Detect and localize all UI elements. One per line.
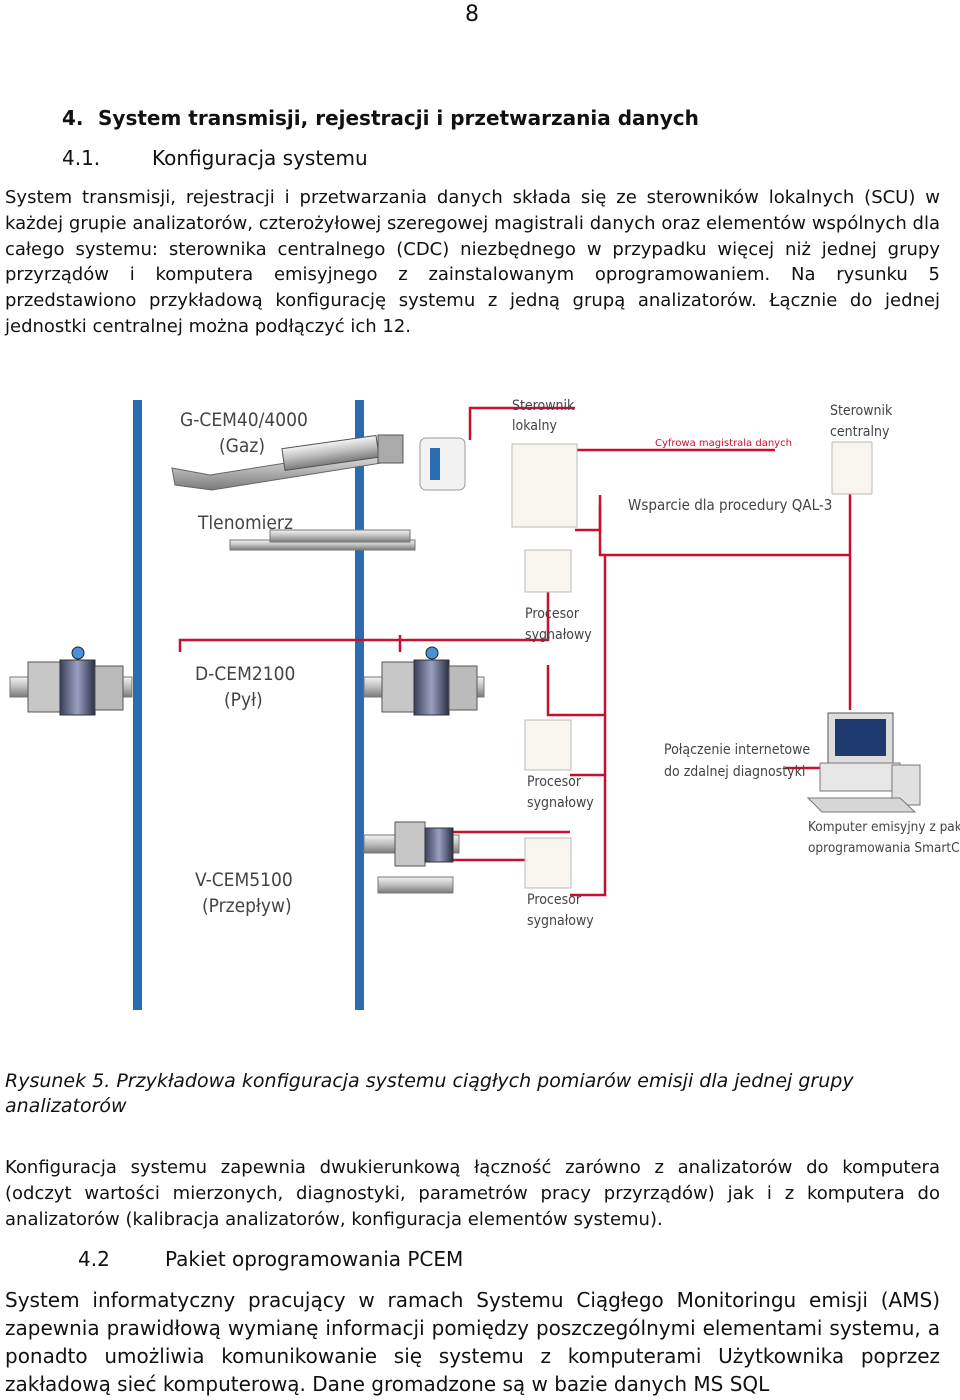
section-heading: 4. System transmisji, rejestracji i przet… (62, 106, 699, 130)
local-controller-box (511, 443, 578, 528)
section-number: 4. (62, 106, 84, 130)
dcem-analyzer-right (363, 646, 485, 716)
label-dcem-line1: D-CEM2100 (195, 663, 295, 685)
subsection-number: 4.1. (62, 146, 101, 170)
data-bus-wires (178, 406, 852, 897)
central-controller-box (831, 441, 873, 495)
signal-processor-box-2 (524, 719, 572, 771)
subsection-number: 4.2 (78, 1247, 110, 1271)
label-processor-3-line1: Procesor (527, 892, 582, 908)
vcem-analyzer (363, 821, 460, 894)
label-tlenomierz: Tlenomierz (197, 512, 293, 534)
emission-computer (806, 712, 921, 813)
label-vcem-line1: V-CEM5100 (195, 869, 293, 891)
label-internet-line2: do zdalnej diagnostyki (664, 764, 805, 780)
system-configuration-figure: G-CEM40/4000 (Gaz) Tlenomierz D-CEM2100 … (9, 398, 960, 1010)
oxygen-probe (229, 529, 416, 551)
label-gcem-line2: (Gaz) (219, 435, 265, 457)
paragraph-intro: System transmisji, rejestracji i przetwa… (5, 187, 940, 337)
signal-processor-box-1 (524, 549, 572, 593)
paragraph-communication: Konfiguracja systemu zapewnia dwukierunk… (5, 1157, 940, 1230)
section-title: System transmisji, rejestracji i przetwa… (98, 106, 699, 130)
label-computer-line1: Komputer emisyjny z pakietem (808, 819, 960, 835)
figure-labels: G-CEM40/4000 (Gaz) Tlenomierz D-CEM2100 … (180, 409, 308, 917)
label-processor-2-line1: Procesor (527, 774, 582, 790)
subsection-title: Pakiet oprogramowania PCEM (165, 1247, 464, 1271)
label-processor-1-line1: Procesor (525, 606, 580, 622)
paragraph-pcem: System informatyczny pracujący w ramach … (5, 1288, 940, 1396)
label-processor-1-line2: sygnałowy (525, 627, 592, 643)
label-central-controller-line1: Sterownik (830, 403, 893, 419)
label-computer-line2: oprogramowania SmartCEM (808, 840, 960, 856)
signal-processor-box-3 (524, 837, 572, 889)
figure-small-labels: Sterownik lokalny Sterownik centralny Cy… (512, 398, 960, 929)
label-local-controller-line2: lokalny (512, 418, 557, 434)
dcem-analyzer-left (9, 646, 133, 716)
label-local-controller-line1: Sterownik (512, 398, 575, 414)
gcem-analyzer (171, 434, 466, 491)
label-vcem-line2: (Przepływ) (202, 895, 292, 917)
label-processor-3-line2: sygnałowy (527, 913, 594, 929)
label-processor-2-line2: sygnałowy (527, 795, 594, 811)
label-gcem-line1: G-CEM40/4000 (180, 409, 308, 431)
stack-pipes (133, 400, 364, 1010)
figure-caption: Rysunek 5. Przykładowa konfiguracja syst… (5, 1070, 854, 1117)
subsection-title: Konfiguracja systemu (152, 146, 368, 170)
page-number: 8 (465, 2, 479, 27)
label-central-controller-line2: centralny (830, 424, 890, 440)
label-internet-line1: Połączenie internetowe (664, 742, 810, 758)
label-qal3: Wsparcie dla procedury QAL-3 (628, 496, 832, 514)
label-dcem-line2: (Pył) (224, 689, 263, 711)
label-data-bus: Cyfrowa magistrala danych (655, 438, 792, 449)
